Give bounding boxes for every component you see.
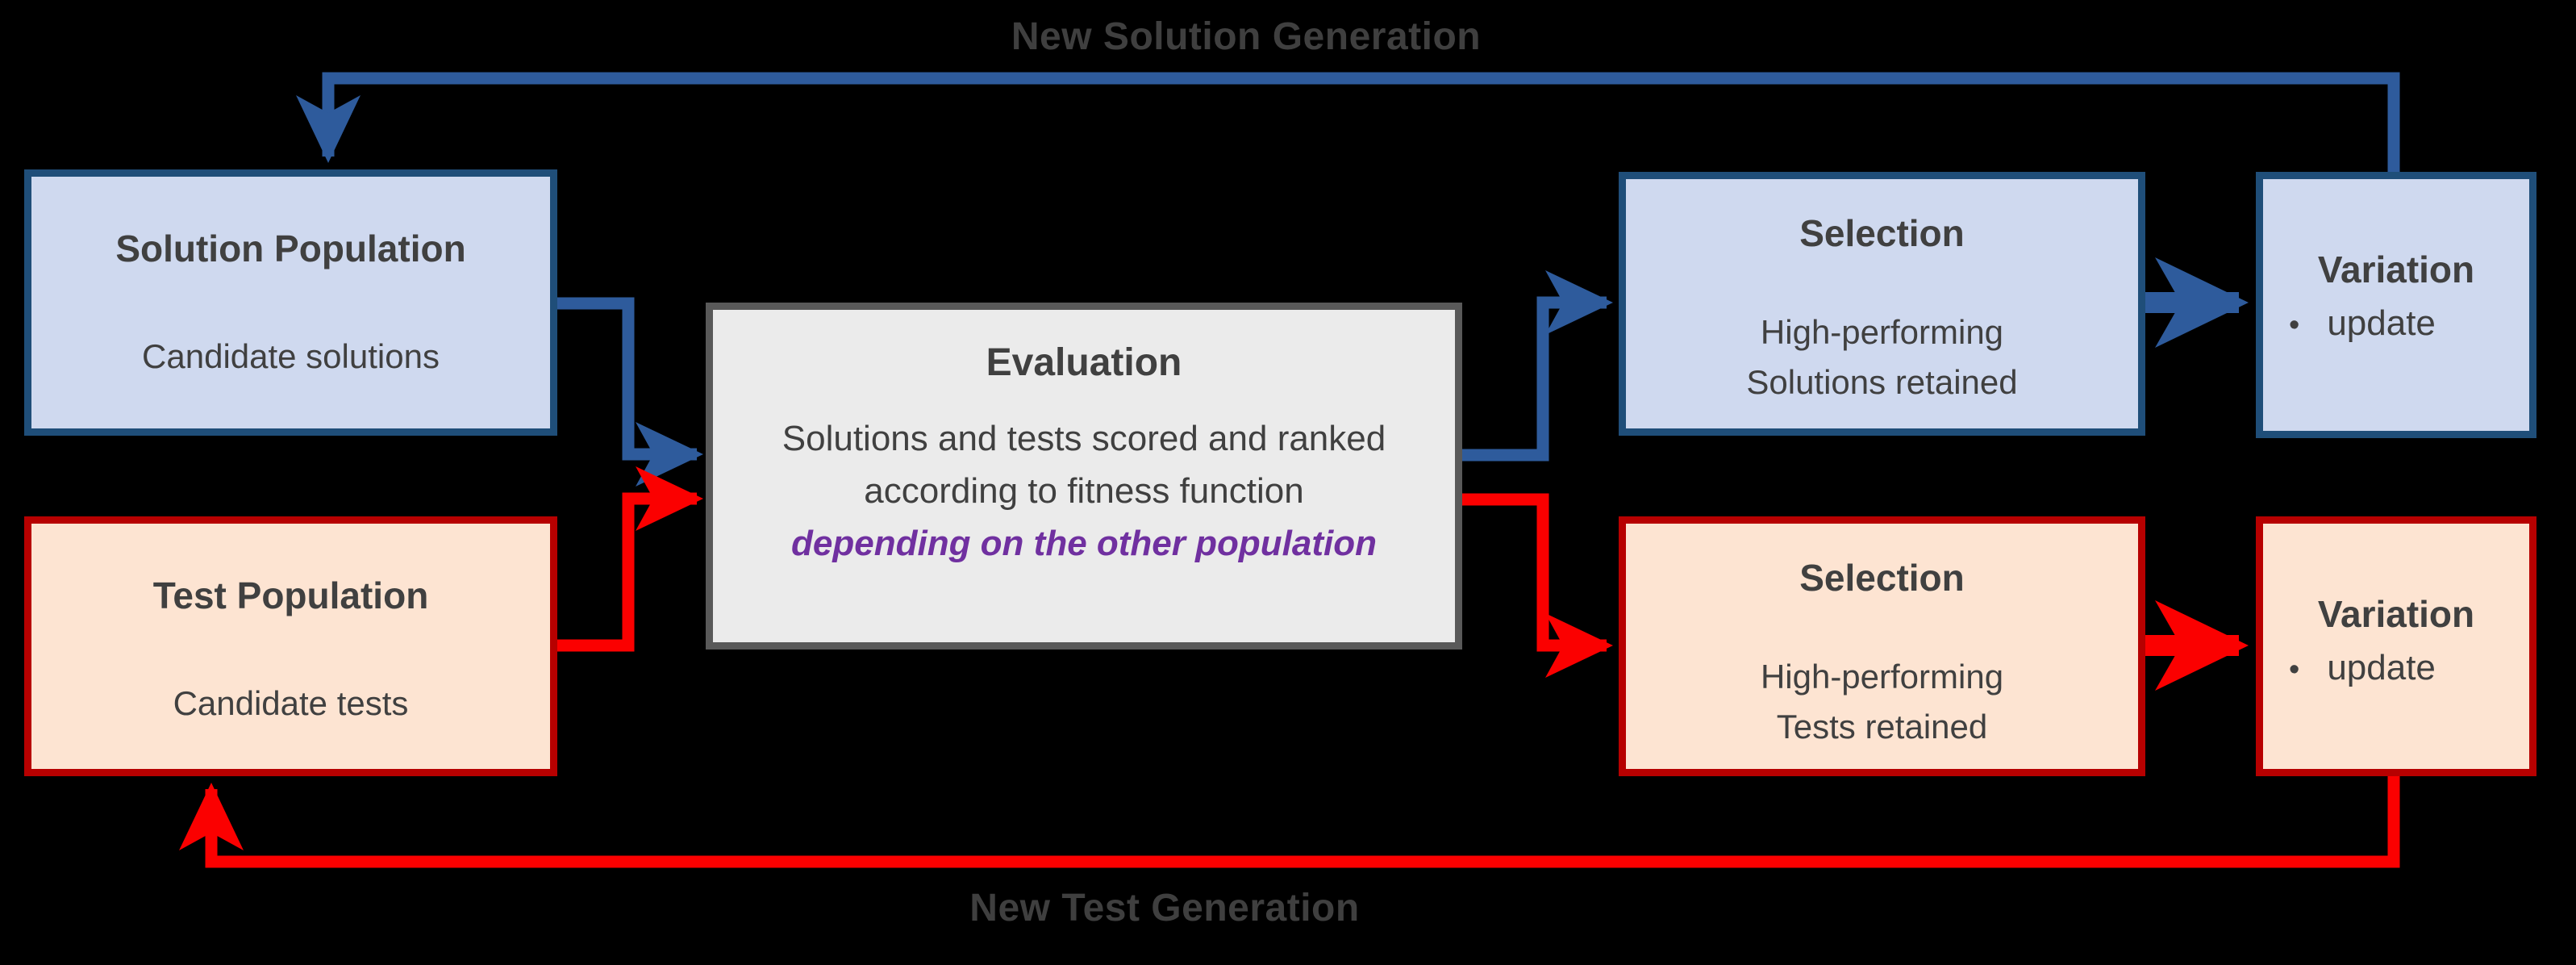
arrow-evaluation-to-selection-solutions: [1462, 270, 1613, 462]
selection-solutions-body-line2: Solutions retained: [1746, 363, 2018, 401]
evaluation-title: Evaluation: [986, 341, 1182, 384]
selection-tests-body-line1: High-performing: [1760, 658, 2004, 696]
variation-solutions-title: Variation: [2317, 249, 2475, 290]
variation-solutions-bullet-row: • update: [2263, 302, 2529, 347]
selection-solutions-title: Selection: [1799, 212, 1965, 254]
solution-population-title: Solution Population: [115, 228, 466, 269]
arrow-evaluation-to-selection-tests: [1462, 493, 1613, 678]
test-population-box: Test Population Candidate tests: [24, 516, 557, 776]
evaluation-box: Evaluation Solutions and tests scored an…: [706, 303, 1462, 650]
variation-tests-bullet-row: • update: [2263, 646, 2529, 691]
variation-tests-title: Variation: [2317, 593, 2475, 635]
variation-solutions-bullet-label: update: [2327, 303, 2436, 343]
new-solution-generation-label: New Solution Generation: [1011, 15, 1482, 58]
evaluation-body-line2: according to fitness function: [864, 471, 1304, 511]
selection-solutions-body: High-performing Solutions retained: [1746, 307, 2017, 407]
variation-tests-box: Variation • update: [2256, 516, 2536, 776]
arrow-test-population-to-evaluation: [557, 466, 703, 652]
variation-tests-bullet-label: update: [2327, 648, 2436, 687]
evaluation-body: Solutions and tests scored and ranked ac…: [782, 412, 1386, 570]
selection-solutions-body-line1: High-performing: [1760, 313, 2004, 351]
selection-tests-body-line2: Tests retained: [1776, 708, 1988, 746]
bullet-icon: •: [2289, 653, 2300, 687]
bullet-icon: •: [2289, 308, 2300, 342]
selection-tests-body: High-performing Tests retained: [1761, 652, 2003, 752]
solution-population-subtitle: Candidate solutions: [142, 337, 440, 375]
selection-tests-box: Selection High-performing Tests retained: [1619, 516, 2145, 776]
test-population-subtitle: Candidate tests: [173, 684, 409, 722]
variation-solutions-box: Variation • update: [2256, 172, 2536, 438]
evaluation-body-line1: Solutions and tests scored and ranked: [782, 419, 1386, 458]
selection-tests-title: Selection: [1799, 557, 1965, 599]
arrow-solution-population-to-evaluation: [557, 297, 703, 487]
selection-solutions-box: Selection High-performing Solutions reta…: [1619, 172, 2145, 436]
new-test-generation-label: New Test Generation: [969, 887, 1360, 929]
solution-population-box: Solution Population Candidate solutions: [24, 169, 557, 436]
test-population-title: Test Population: [152, 574, 429, 616]
evaluation-body-highlight: depending on the other population: [791, 524, 1377, 563]
